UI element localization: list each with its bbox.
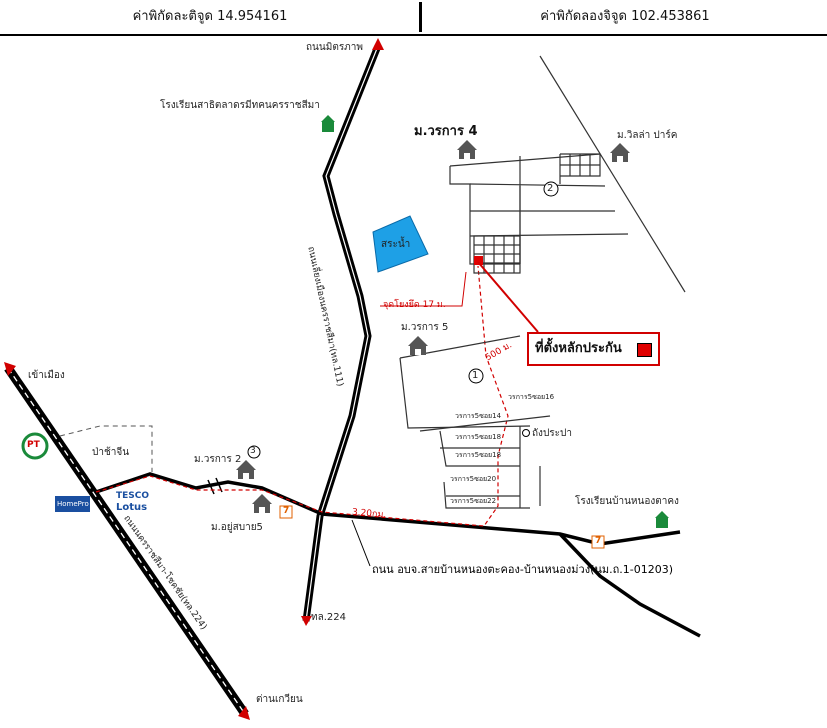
longitude-label: ค่าพิกัดลองจิจูด 102.453861 <box>540 9 710 24</box>
villa-park-label: ม.วิลล่า ปาร์ค <box>617 130 678 141</box>
marker-1-label: 1 <box>472 370 479 381</box>
soi20-label: วรการ5ซอย20 <box>450 475 497 483</box>
pole-leader <box>380 271 467 307</box>
mitraphap-road-label: ถนนมิตรภาพ <box>306 42 363 53</box>
school-right-icon <box>655 511 669 528</box>
soi22-label: วรการ5ซอย22 <box>450 497 497 505</box>
school-top-icon <box>321 115 335 132</box>
seven-eleven-1-label: 7 <box>283 506 290 516</box>
coordinate-header: ค่าพิกัดละติจูด 14.954161 ค่าพิกัดลองจิจ… <box>0 0 827 36</box>
village-4-label: ม.วรการ 4 <box>414 124 478 139</box>
marker-1-circle <box>468 368 484 384</box>
school-right-label: โรงเรียนบ้านหนองตาคง <box>575 496 679 507</box>
villa-park-house-icon <box>610 143 630 162</box>
village-2-label: ม.วรการ 2 <box>194 454 242 465</box>
pond-label: สระน้ำ <box>381 239 411 250</box>
yusabai-label: ม.อยู่สบาย5 <box>211 522 263 533</box>
soi18-label: วรการ5ซอย18 <box>455 433 502 441</box>
tambon-label: ต่านเกวียน <box>256 694 303 705</box>
header-divider <box>419 2 422 32</box>
collateral-callout-text: ที่ตั้งหลักประกัน <box>535 341 622 356</box>
arrow-south-icon <box>301 616 312 626</box>
local-road-label: ถนน อบจ.สายบ้านหนองตะคอง-บ้านหนองม่วง(นม… <box>372 563 674 576</box>
homepro-label: HomePro <box>57 500 89 508</box>
yusabai-house-icon <box>252 494 272 513</box>
local-road <box>95 472 681 546</box>
cemetery-boundary <box>59 425 153 472</box>
soi14-label: วรการ5ซอย14 <box>455 412 502 420</box>
to-city-label: เข้าเมือง <box>28 370 65 381</box>
pt-label: PT <box>27 440 40 450</box>
local-road-branch <box>558 532 701 638</box>
bypass-highway-centerline <box>305 45 379 622</box>
village-5-house-icon <box>408 336 428 355</box>
homepro-logo-icon <box>55 496 90 512</box>
village-4-layout <box>449 55 686 293</box>
tl224-label: ทล.224 <box>311 612 346 623</box>
pa-cha-chin-label: ป่าช้าจีน <box>92 447 130 458</box>
marker-3-circle <box>247 445 261 459</box>
arrow-tambon-icon <box>238 706 250 720</box>
seven-eleven-2-icon <box>591 535 605 549</box>
pond-shape <box>372 215 429 273</box>
tesco-top-label: TESCO <box>116 491 150 501</box>
village-5-label: ม.วรการ 5 <box>401 322 449 333</box>
route-line <box>95 265 509 527</box>
pole-distance-label: จุดโยงยึด 17 ม. <box>383 300 446 310</box>
seven-eleven-1-icon <box>279 505 293 519</box>
school-top-label: โรงเรียนสาธิตลาดรมีทคนครราชสีมา <box>160 100 320 111</box>
callout-leader <box>477 261 539 333</box>
marker-2-circle <box>543 181 559 197</box>
arrow-north-icon <box>372 38 384 50</box>
distance-320-label: 3.20กม. <box>351 507 387 521</box>
soi18b-label: วรการ5ซอย18 <box>455 451 502 459</box>
collateral-location-marker <box>474 256 483 265</box>
highway-224 <box>4 365 249 717</box>
seven-eleven-2-label: 7 <box>595 536 602 546</box>
village-4-house-icon <box>457 140 477 159</box>
tesco-bottom-label: Lotus <box>116 502 148 513</box>
location-map <box>4 38 701 720</box>
collateral-legend-square <box>637 343 652 357</box>
marker-3-label: 3 <box>250 446 256 456</box>
water-tank-label: ถังประปา <box>532 428 572 439</box>
collateral-callout: ที่ตั้งหลักประกัน <box>527 332 660 366</box>
latitude-label: ค่าพิกัดละติจูด 14.954161 <box>132 9 288 24</box>
soi16-label: วรการ5ซอย16 <box>508 393 555 401</box>
marker-2-label: 2 <box>547 183 554 194</box>
pt-logo-icon <box>21 432 49 460</box>
road-label-leader <box>351 519 371 567</box>
arrow-city-icon <box>4 362 16 376</box>
water-tank-icon <box>522 429 530 437</box>
